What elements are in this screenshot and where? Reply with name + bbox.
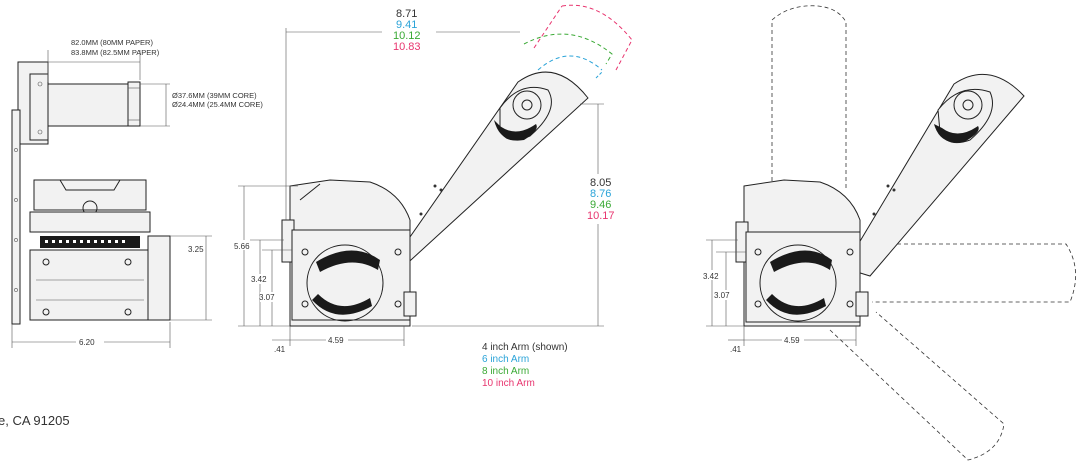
- front-connector-block: [29, 211, 151, 233]
- left-top-roll-view: [17, 61, 141, 145]
- paper-80-label: 82.0MM (80MM PAPER): [71, 38, 153, 47]
- left-front-view: [29, 179, 171, 321]
- legend-8-inch: 8 inch Arm: [482, 366, 529, 377]
- arm8-outline: [523, 33, 613, 65]
- right-offset-label: .41: [730, 345, 742, 354]
- legend-4-inch: 4 inch Arm (shown): [482, 342, 568, 353]
- height-4-label: 8.05: [590, 177, 611, 189]
- height-6-label: 8.76: [590, 188, 611, 200]
- front-lower-body: [29, 249, 149, 321]
- paper-825-label: 83.8MM (82.5MM PAPER): [71, 48, 160, 57]
- left-height-dim: 3.25: [170, 235, 212, 321]
- front-side-bracket: [147, 235, 171, 321]
- total-height-label: 5.66: [234, 242, 250, 251]
- arm6-outline: [537, 55, 603, 71]
- right-h307-label: 3.07: [714, 291, 730, 300]
- center-left-dims: 5.66 3.42 3.07 .41 4.59: [234, 185, 405, 354]
- center-view: [281, 4, 633, 327]
- left-width-label: 6.20: [79, 338, 95, 347]
- arm-vertical-ghost: [771, 5, 847, 188]
- reach-6-label: 9.41: [396, 19, 417, 31]
- reach-4-label: 8.71: [396, 8, 417, 20]
- roll-width-dims: 82.0MM (80MM PAPER) 83.8MM (82.5MM PAPER…: [47, 38, 263, 127]
- center-h342-label: 3.42: [251, 275, 267, 284]
- right-view: [735, 5, 1076, 461]
- paper-roll-body: [47, 83, 129, 127]
- center-arm: [379, 71, 589, 281]
- core-254-label: Ø24.4MM (25.4MM CORE): [172, 100, 263, 109]
- height-10-label: 10.17: [587, 210, 615, 222]
- left-height-label: 3.25: [188, 245, 204, 254]
- legend-10-inch: 10 inch Arm: [482, 378, 535, 389]
- right-arm: [843, 73, 1025, 277]
- legend-6-inch: 6 inch Arm: [482, 354, 529, 365]
- height-8-label: 9.46: [590, 199, 611, 211]
- right-base-label: 4.59: [784, 336, 800, 345]
- arm-legend: 4 inch Arm (shown) 6 inch Arm 8 inch Arm…: [482, 342, 568, 389]
- right-dims: 3.42 3.07 .41 4.59: [702, 239, 857, 354]
- right-h342-label: 3.42: [703, 272, 719, 281]
- center-offset-label: .41: [274, 345, 286, 354]
- reach-8-label: 10.12: [393, 30, 421, 42]
- front-top-housing: [33, 179, 147, 211]
- address-text: e, CA 91205: [0, 413, 70, 428]
- center-h307-label: 3.07: [259, 293, 275, 302]
- right-roll-circle: [759, 244, 837, 322]
- center-height-dim: 8.05 8.76 9.46 10.17: [412, 103, 615, 327]
- center-reach-dim: 8.71 9.41 10.12 10.83: [285, 8, 520, 220]
- arm-horizontal-ghost: [862, 243, 1076, 303]
- left-width-dim: 6.20: [11, 322, 171, 348]
- reach-10-label: 10.83: [393, 41, 421, 53]
- arm10-outline: [561, 4, 633, 71]
- arm-down-ghost: [829, 311, 1005, 461]
- core-39-label: Ø37.6MM (39MM CORE): [172, 91, 257, 100]
- left-side-plate: [11, 109, 21, 325]
- center-base-label: 4.59: [328, 336, 344, 345]
- roll-end-cap: [127, 81, 141, 127]
- center-roll-circle: [306, 244, 384, 322]
